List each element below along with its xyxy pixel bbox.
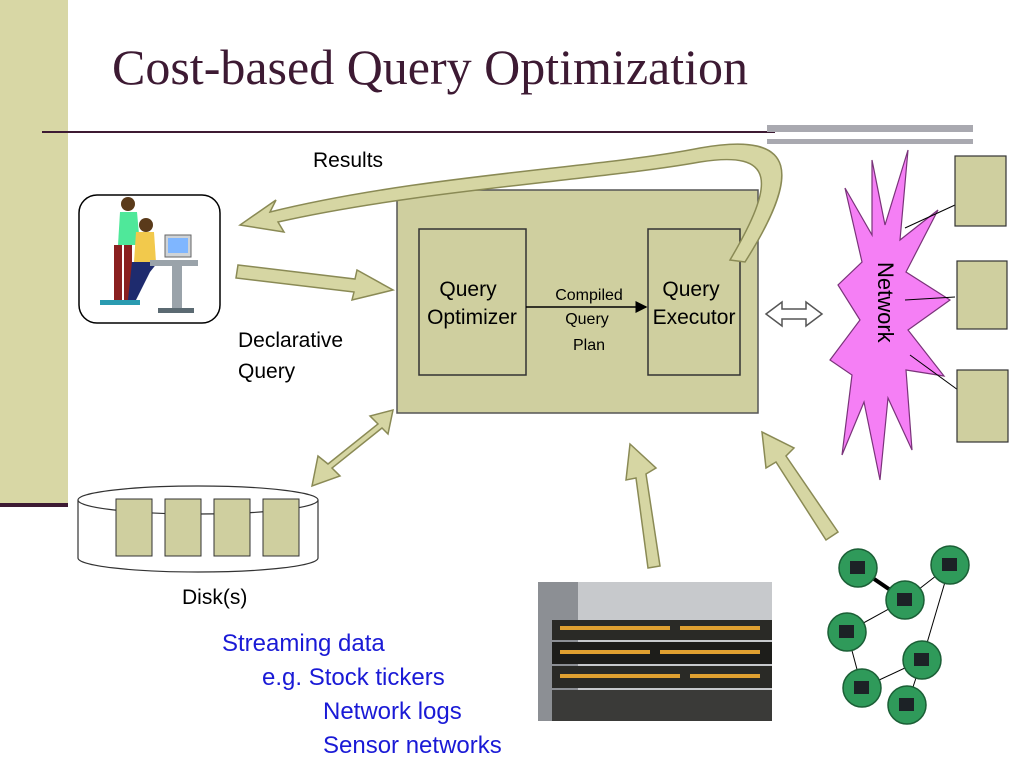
compiled-label-3: Plan (573, 337, 605, 354)
sensor-up-arrow (761, 430, 840, 542)
left-band-underline (0, 503, 68, 507)
people-at-computer-icon (78, 194, 221, 324)
network-node-2 (956, 260, 1008, 330)
query-executor-label-1: Query (662, 278, 720, 301)
streaming-line-1: e.g. Stock tickers (262, 664, 445, 691)
streaming-up-arrow (625, 442, 661, 569)
disk-double-arrow (311, 408, 394, 488)
network-node-3 (956, 369, 1009, 443)
results-arrow (238, 143, 783, 263)
query-executor-box (647, 228, 741, 376)
network-double-arrow (764, 300, 824, 328)
title-rule (42, 131, 775, 133)
disks-label: Disk(s) (182, 586, 248, 609)
streaming-line-3: Sensor networks (323, 732, 502, 759)
sensor-network-icon (827, 545, 970, 725)
disk-cylinder-icon (77, 485, 319, 573)
compiled-label-2: Query (565, 311, 609, 328)
network-node-1 (954, 155, 1007, 227)
declarative-query-label-2: Query (238, 360, 296, 383)
query-optimizer-box (418, 228, 527, 376)
compiled-label-1: Compiled (555, 287, 623, 304)
declarative-query-arrow (235, 264, 396, 302)
title-rule-accent-2 (767, 139, 973, 144)
query-optimizer-label-2: Optimizer (427, 306, 517, 329)
query-executor-label-2: Executor (653, 306, 736, 329)
declarative-query-label-1: Declarative (238, 329, 344, 352)
title-rule-accent (767, 125, 973, 132)
slide-title: Cost-based Query Optimization (112, 39, 748, 95)
stock-ticker-photo (538, 582, 772, 721)
results-label: Results (313, 149, 384, 172)
streaming-heading: Streaming data (222, 630, 385, 657)
query-optimizer-label-1: Query (439, 278, 497, 301)
network-cloud-icon (829, 149, 952, 481)
left-decorative-band (0, 0, 68, 505)
streaming-line-2: Network logs (323, 698, 462, 725)
network-label: Network (873, 262, 898, 344)
